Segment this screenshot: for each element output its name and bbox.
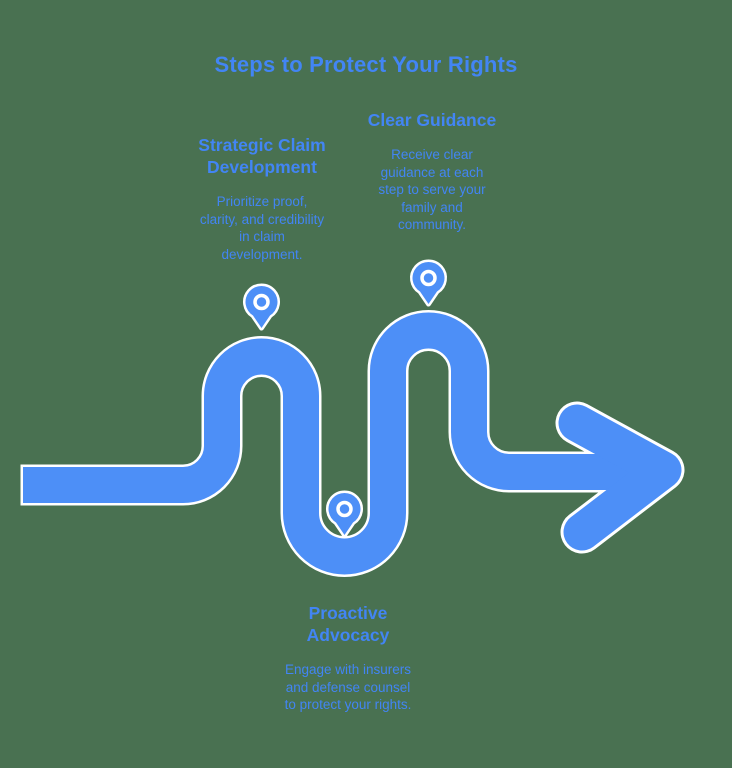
step-description: Prioritize proof, clarity, and credibili… bbox=[199, 194, 325, 262]
location-pin-icon-3 bbox=[329, 493, 361, 535]
location-pin-icon-2 bbox=[413, 262, 445, 304]
arrow-head-icon bbox=[558, 404, 682, 551]
step-proactive-advocacy: Proactive Advocacy Engage with insurers … bbox=[258, 602, 438, 714]
step-strategic-claim-development: Strategic Claim Development Prioritize p… bbox=[172, 134, 352, 263]
step-heading: Proactive Advocacy bbox=[306, 603, 390, 645]
step-clear-guidance: Clear Guidance Receive clear guidance at… bbox=[352, 109, 512, 234]
step-description: Engage with insurers and defense counsel… bbox=[284, 662, 412, 712]
page-title: Steps to Protect Your Rights bbox=[214, 52, 518, 77]
winding-path bbox=[23, 312, 648, 575]
step-heading: Strategic Claim Development bbox=[198, 135, 326, 177]
step-description: Receive clear guidance at each step to s… bbox=[378, 147, 486, 232]
step-heading: Clear Guidance bbox=[367, 110, 497, 130]
location-pin-icon-1 bbox=[246, 286, 278, 328]
